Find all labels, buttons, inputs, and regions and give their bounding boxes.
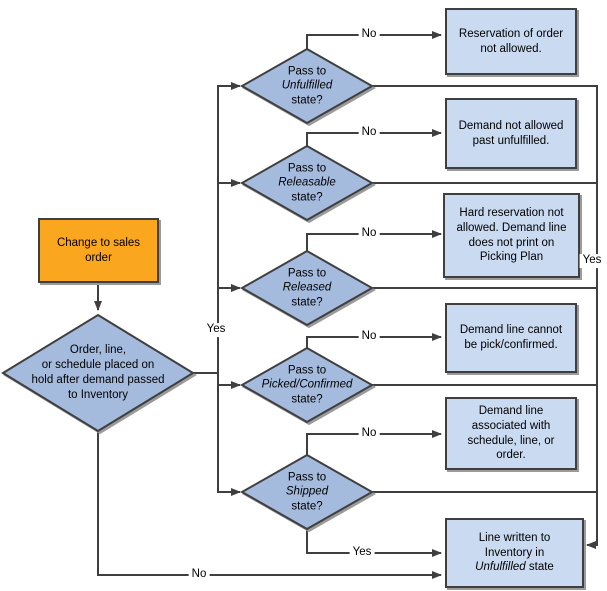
decision-label-prefix: Pass to	[287, 162, 327, 175]
decision-label-suffix: state?	[291, 500, 323, 513]
start-node: Change to sales order	[38, 218, 159, 283]
decision-label-suffix: state?	[291, 94, 323, 107]
decision-label-suffix: state?	[291, 296, 323, 309]
decision-shipped-label: Pass to Shipped state?	[247, 470, 367, 513]
outcome-box-released: Hard reservation not allowed. Demand lin…	[443, 193, 580, 278]
edge-shipped-no	[306, 430, 442, 455]
start-node-text: Change to sales order	[56, 236, 141, 264]
decision-releasable-diamond	[239, 144, 375, 222]
outcome-box-releasable: Demand not allowed past unfulfilled.	[445, 98, 577, 169]
decision-label-state: Unfulfilled	[281, 79, 333, 92]
edge-label-released-no: No	[358, 227, 380, 241]
end-node-text: Line written to Inventory in Unfulfilled…	[475, 531, 554, 575]
decision-hold-diamond	[1, 313, 195, 433]
decision-label-state: Picked/Confirmed	[261, 378, 353, 391]
decision-label-suffix: state?	[291, 393, 323, 406]
decision-releasable-label: Pass to Releasable state?	[247, 161, 367, 204]
decision-label-state: Releasable	[278, 176, 336, 189]
end-node-prefix: Line written to Inventory in	[478, 531, 551, 559]
outcome-box-picked: Demand line cannot be pick/confirmed.	[445, 303, 577, 373]
decision-unfulfilled-diamond	[239, 47, 375, 125]
decision-label-suffix: state?	[291, 191, 323, 204]
edge-label-hold-no: No	[188, 568, 210, 582]
decision-shipped-diamond	[239, 453, 375, 531]
decision-label-prefix: Pass to	[287, 364, 327, 377]
edge-right-trunk-to-end	[586, 85, 598, 549]
edge-label-shipped-no: No	[358, 427, 380, 441]
edge-hold-no-to-end	[97, 430, 442, 579]
decision-label-prefix: Pass to	[287, 65, 327, 78]
edge-label-right-trunk-yes: Yes	[579, 254, 605, 268]
end-node-state: Unfulfilled	[475, 561, 526, 574]
outcome-text: Demand line cannot be pick/confirmed.	[459, 324, 563, 351]
outcome-text: Demand not allowed past unfulfilled.	[458, 119, 564, 147]
edge-label-left-trunk-yes: Yes	[203, 323, 229, 337]
edge-label-picked-no: No	[358, 330, 380, 344]
decision-label-prefix: Pass to	[287, 471, 327, 484]
decision-hold-label: Order, line, or schedule placed on hold …	[31, 344, 165, 401]
end-node: Line written to Inventory in Unfulfilled…	[445, 518, 584, 588]
edge-picked-no	[306, 333, 442, 348]
decision-released-diamond	[239, 249, 375, 327]
end-node-suffix: state	[528, 561, 554, 574]
edge-shipped-yes-to-end	[306, 529, 442, 557]
edge-unfulfilled-no	[306, 31, 442, 49]
decision-label-state: Released	[282, 281, 332, 294]
decision-unfulfilled-label: Pass to Unfulfilled state?	[247, 64, 367, 107]
outcome-text: Hard reservation not allowed. Demand lin…	[456, 207, 567, 264]
edge-label-releasable-no: No	[358, 126, 380, 140]
edge-releasable-no	[306, 129, 442, 146]
outcome-text: Demand line associated with schedule, li…	[467, 405, 555, 462]
edge-released-no	[306, 230, 442, 251]
decision-released-label: Pass to Released state?	[247, 266, 367, 309]
edge-label-shipped-yes: Yes	[349, 546, 375, 560]
decision-label-prefix: Pass to	[287, 267, 327, 280]
decision-label-state: Shipped	[285, 485, 329, 498]
outcome-box-shipped: Demand line associated with schedule, li…	[445, 397, 577, 470]
outcome-text: Reservation of order not allowed.	[458, 27, 564, 55]
outcome-box-unfulfilled: Reservation of order not allowed.	[445, 8, 577, 75]
decision-picked-diamond	[239, 346, 375, 424]
decision-picked-label: Pass to Picked/Confirmed state?	[247, 363, 367, 406]
edge-label-unfulfilled-no: No	[358, 28, 380, 42]
